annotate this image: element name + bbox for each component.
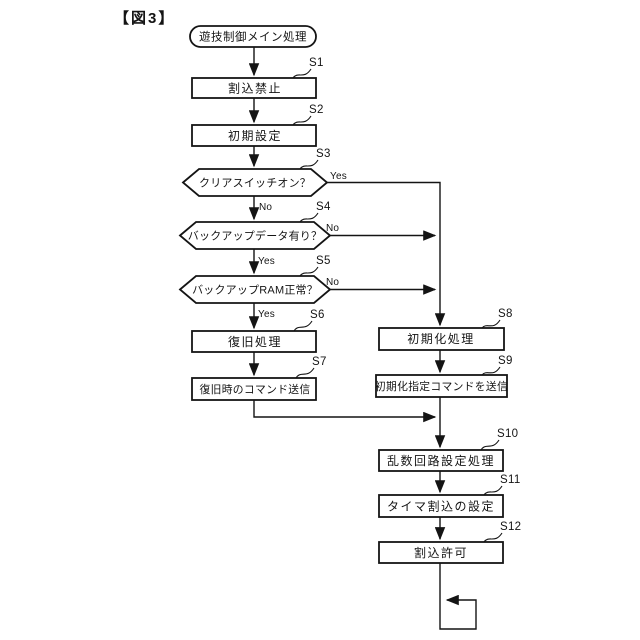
node-s7-label: 復旧時のコマンド送信 [200,382,311,396]
process-shape-s1 [191,77,317,99]
step-leader-s10 [480,439,500,451]
process-shape-s7 [191,377,317,401]
node-s3: クリアスイッチオン？ [181,168,329,197]
step-id-s12: S12 [500,521,521,533]
step-leader-s3 [299,159,319,170]
node-start: 遊技制御メイン処理 [189,25,317,48]
node-s1: 割込禁止 [191,77,317,99]
process-shape-s6 [191,330,317,353]
node-s1-label: 割込禁止 [228,81,282,96]
step-leader-s7 [295,367,315,379]
step-ids: S1 S2 S3 S4 S5 S6 S7 S8 S9 S10 S11 S12 [309,57,521,533]
step-id-s7: S7 [312,356,327,368]
node-s12-label: 割込許可 [414,545,468,560]
step-id-s5: S5 [316,255,331,267]
branch-label-s3-no: No [259,202,272,213]
step-leader-s6 [293,320,313,332]
process-shape-s8 [378,327,505,351]
branch-label-s4-yes: Yes [258,256,275,267]
node-s5-label: バックアップRAM正常？ [192,284,318,297]
step-id-s6: S6 [310,309,325,321]
step-id-s11: S11 [500,474,521,486]
step-leader-s1 [292,68,312,79]
node-s4-label: バックアップデータ有り？ [188,229,322,243]
node-s12: 割込許可 [378,541,504,564]
step-id-s2: S2 [309,104,324,116]
branch-labels: Yes No No Yes No Yes [258,171,347,320]
step-leader-s5 [299,266,319,277]
step-id-s3: S3 [316,148,331,160]
process-shape-s2 [191,124,317,147]
decision-shape-s4 [178,221,332,250]
process-shape-s10 [378,449,504,472]
node-s6-label: 復旧処理 [228,334,282,349]
node-s5: バックアップRAM正常？ [178,275,332,304]
decision-shape-s5 [178,275,332,304]
branch-label-s5-no: No [326,277,339,288]
step-leader-s12 [483,532,503,543]
node-s11: タイマ割込の設定 [378,494,504,518]
node-s6: 復旧処理 [191,330,317,353]
node-s9: 初期化指定コマンドを送信 [375,374,508,398]
node-s3-label: クリアスイッチオン？ [199,177,311,190]
connectors [248,47,477,630]
node-s11-label: タイマ割込の設定 [387,499,495,514]
process-shape-s12 [378,541,504,564]
node-start-label: 遊技制御メイン処理 [199,30,307,44]
process-shape-s11 [378,494,504,518]
node-s10-label: 乱数回路設定処理 [387,453,495,468]
step-id-s9: S9 [498,355,513,367]
step-leader-s8 [481,319,501,329]
node-s8-label: 初期化処理 [407,332,475,346]
branch-label-s5-yes: Yes [258,309,275,320]
edge-s3-yes-to-s8 [327,181,446,327]
edge-s7-merge [253,400,437,423]
step-leader-s2 [292,115,312,126]
node-s8: 初期化処理 [378,327,505,351]
branch-label-s3-yes: Yes [330,171,347,182]
step-id-s10: S10 [497,428,518,440]
edge-s12-loop [439,563,477,630]
node-s2-label: 初期設定 [228,128,282,143]
step-id-s4: S4 [316,201,331,213]
step-leader-s11 [483,485,503,496]
step-id-s8: S8 [498,308,513,320]
step-leaders [292,68,503,543]
step-id-s1: S1 [309,57,324,69]
node-s9-label: 初期化指定コマンドを送信 [375,379,508,393]
node-s10: 乱数回路設定処理 [378,449,504,472]
process-shape-s9 [375,374,508,398]
branch-label-s4-no: No [326,223,339,234]
terminal-shape [189,25,317,48]
node-s4: バックアップデータ有り？ [178,221,332,250]
decision-shape-s3 [181,168,329,197]
figure-title: 【図3】 [114,9,175,27]
node-s2: 初期設定 [191,124,317,147]
node-s7: 復旧時のコマンド送信 [191,377,317,401]
step-leader-s9 [481,366,501,376]
step-leader-s4 [299,212,319,223]
